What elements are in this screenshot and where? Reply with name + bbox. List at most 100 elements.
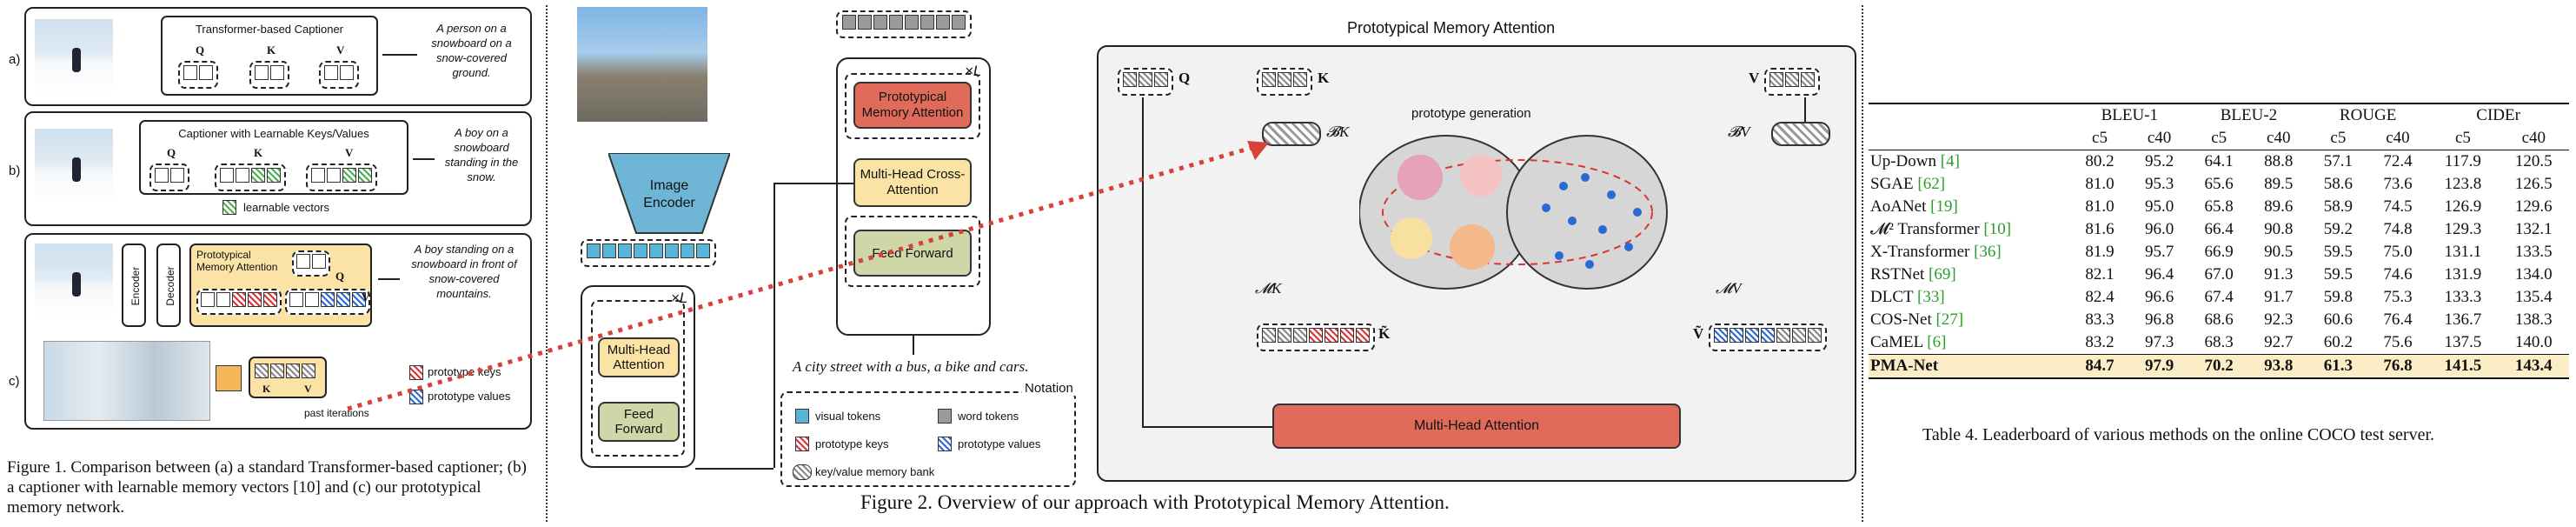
- value-cell: 136.7: [2444, 310, 2482, 329]
- header-cider: CIDEr: [2476, 106, 2520, 124]
- learnable-vectors-legend: learnable vectors: [243, 201, 329, 214]
- memory-bank-icon: [216, 365, 242, 391]
- visual-tokens-row: [581, 239, 716, 267]
- value-cell: 76.4: [2383, 310, 2413, 329]
- visual-tokens-legend: visual tokens: [815, 410, 881, 423]
- enc-dec-connector: [695, 468, 773, 470]
- value-cell: 59.8: [2323, 288, 2353, 306]
- table-header-row: BLEU-1 BLEU-2 ROUGE CIDEr: [1869, 104, 2569, 127]
- citation-link[interactable]: [19]: [1930, 197, 1958, 216]
- value-cell: 68.3: [2204, 333, 2234, 351]
- q-label-a: Q: [196, 43, 205, 57]
- memory-bank-icon-2: [793, 464, 812, 480]
- decoder-pma-group: [845, 73, 980, 139]
- method-cell: 𝓜² Transformer [10]: [1869, 218, 2070, 241]
- value-cell: 92.7: [2264, 333, 2294, 351]
- encoder-stack: [581, 285, 695, 468]
- value-cell: 120.5: [2514, 152, 2553, 170]
- citation-link[interactable]: [33]: [1917, 288, 1945, 306]
- subheader-cell: c40: [2386, 129, 2410, 147]
- decoder-arrow: [913, 336, 914, 355]
- method-name: Up-Down: [1870, 152, 1936, 170]
- subheader-cell: c40: [2521, 129, 2546, 147]
- citation-link[interactable]: [36]: [1974, 243, 2002, 261]
- visual-token-swatch: [795, 409, 809, 424]
- snowboard-photo-a: [35, 19, 113, 94]
- method-cell: CaMEL [6]: [1869, 331, 2070, 355]
- value-cell: 82.1: [2085, 265, 2115, 284]
- pma-v-tokens: [1764, 68, 1820, 96]
- prototype-values-legend-2: prototype values: [958, 437, 1041, 450]
- method-name: COS-Net: [1870, 310, 1932, 329]
- prototype-kv-box: K V: [249, 357, 327, 398]
- encoder-mha-box: Multi-Head Attention: [598, 337, 680, 377]
- value-cell: 89.5: [2264, 175, 2294, 193]
- value-cell: 65.8: [2204, 197, 2234, 216]
- method-cell: COS-Net [27]: [1869, 309, 2070, 331]
- v-tilde-label: Ṽ: [1693, 325, 1704, 342]
- v-down-line: [1804, 97, 1806, 122]
- q-tokens-a: [178, 61, 218, 89]
- value-cell: 140.0: [2514, 333, 2553, 351]
- value-cell: 131.9: [2444, 265, 2482, 284]
- best-val: 76.8: [2383, 357, 2413, 375]
- header-bleu1: BLEU-1: [2101, 106, 2158, 124]
- value-cell: 96.4: [2144, 265, 2174, 284]
- value-cell: 81.0: [2085, 175, 2115, 193]
- pma-q-label: Q: [1178, 70, 1191, 86]
- snowboard-photo-b: [35, 129, 113, 203]
- citation-link[interactable]: [6]: [1927, 333, 1947, 351]
- citation-link[interactable]: [27]: [1935, 310, 1964, 329]
- value-cell: 83.3: [2085, 310, 2115, 329]
- table-row-best: PMA-Net 84.7 97.9 70.2 93.8 61.3 76.8 14…: [1869, 354, 2569, 377]
- method-cell: RSTNet [69]: [1869, 264, 2070, 286]
- citation-link[interactable]: [4]: [1940, 152, 1960, 170]
- value-cell: 68.6: [2204, 310, 2234, 329]
- notation-title: Notation: [1022, 381, 1076, 396]
- value-cell: 88.8: [2264, 152, 2294, 170]
- figure-2-caption: Figure 2. Overview of our approach with …: [860, 491, 1450, 513]
- v-tokens-c: [285, 289, 370, 315]
- value-cell: 97.3: [2144, 333, 2174, 351]
- best-val: 97.9: [2144, 357, 2174, 375]
- leaderboard-table-wrap: BLEU-1 BLEU-2 ROUGE CIDEr c5 c40 c5 c40 c5 c4…: [1869, 103, 2569, 379]
- citation-link[interactable]: [10]: [1983, 220, 2012, 238]
- best-val: 84.7: [2085, 357, 2115, 375]
- value-cell: 95.0: [2144, 197, 2174, 216]
- value-cell: 134.0: [2514, 265, 2553, 284]
- enc-dec-connector-in: [773, 183, 853, 184]
- arrow-a: [382, 54, 417, 56]
- encoder-box: Encoder: [122, 243, 146, 327]
- notation-box: Notation visual tokens word tokens proto…: [780, 381, 1076, 487]
- subheader-cell: c5: [2211, 129, 2227, 147]
- value-cell: 131.1: [2444, 243, 2482, 261]
- caption-a: A person on a snowboard on a snow-covere…: [431, 22, 512, 79]
- citation-link[interactable]: [62]: [1917, 175, 1946, 193]
- value-cell: 66.4: [2204, 220, 2234, 238]
- bank-v-label: 𝓑V: [1728, 123, 1750, 140]
- value-cell: 74.6: [2383, 265, 2413, 284]
- street-photo: [577, 7, 707, 122]
- pma-panel: Q K V 𝓑K 𝓑V prototype generation 𝓜K: [1097, 45, 1856, 482]
- pma-k-label: K: [1318, 70, 1330, 86]
- value-cell: 95.2: [2144, 152, 2174, 170]
- value-cell: 74.5: [2383, 197, 2413, 216]
- header-method: [1869, 104, 2070, 127]
- q-to-mha-line: [1142, 426, 1272, 428]
- pma-panel-title: Prototypical Memory Attention: [1347, 19, 1556, 37]
- k-label-a: K: [267, 43, 276, 57]
- value-cell: 72.4: [2383, 152, 2413, 170]
- value-cell: 81.6: [2085, 220, 2115, 238]
- panel-a-label: a): [9, 52, 21, 67]
- value-cell: 66.9: [2204, 243, 2234, 261]
- subheader-cell: c5: [2330, 129, 2347, 147]
- subheader-cell: c40: [2147, 129, 2172, 147]
- citation-link[interactable]: [69]: [1929, 265, 1956, 284]
- v-tokens-a: [319, 61, 359, 89]
- subheader-cell: c5: [2092, 129, 2108, 147]
